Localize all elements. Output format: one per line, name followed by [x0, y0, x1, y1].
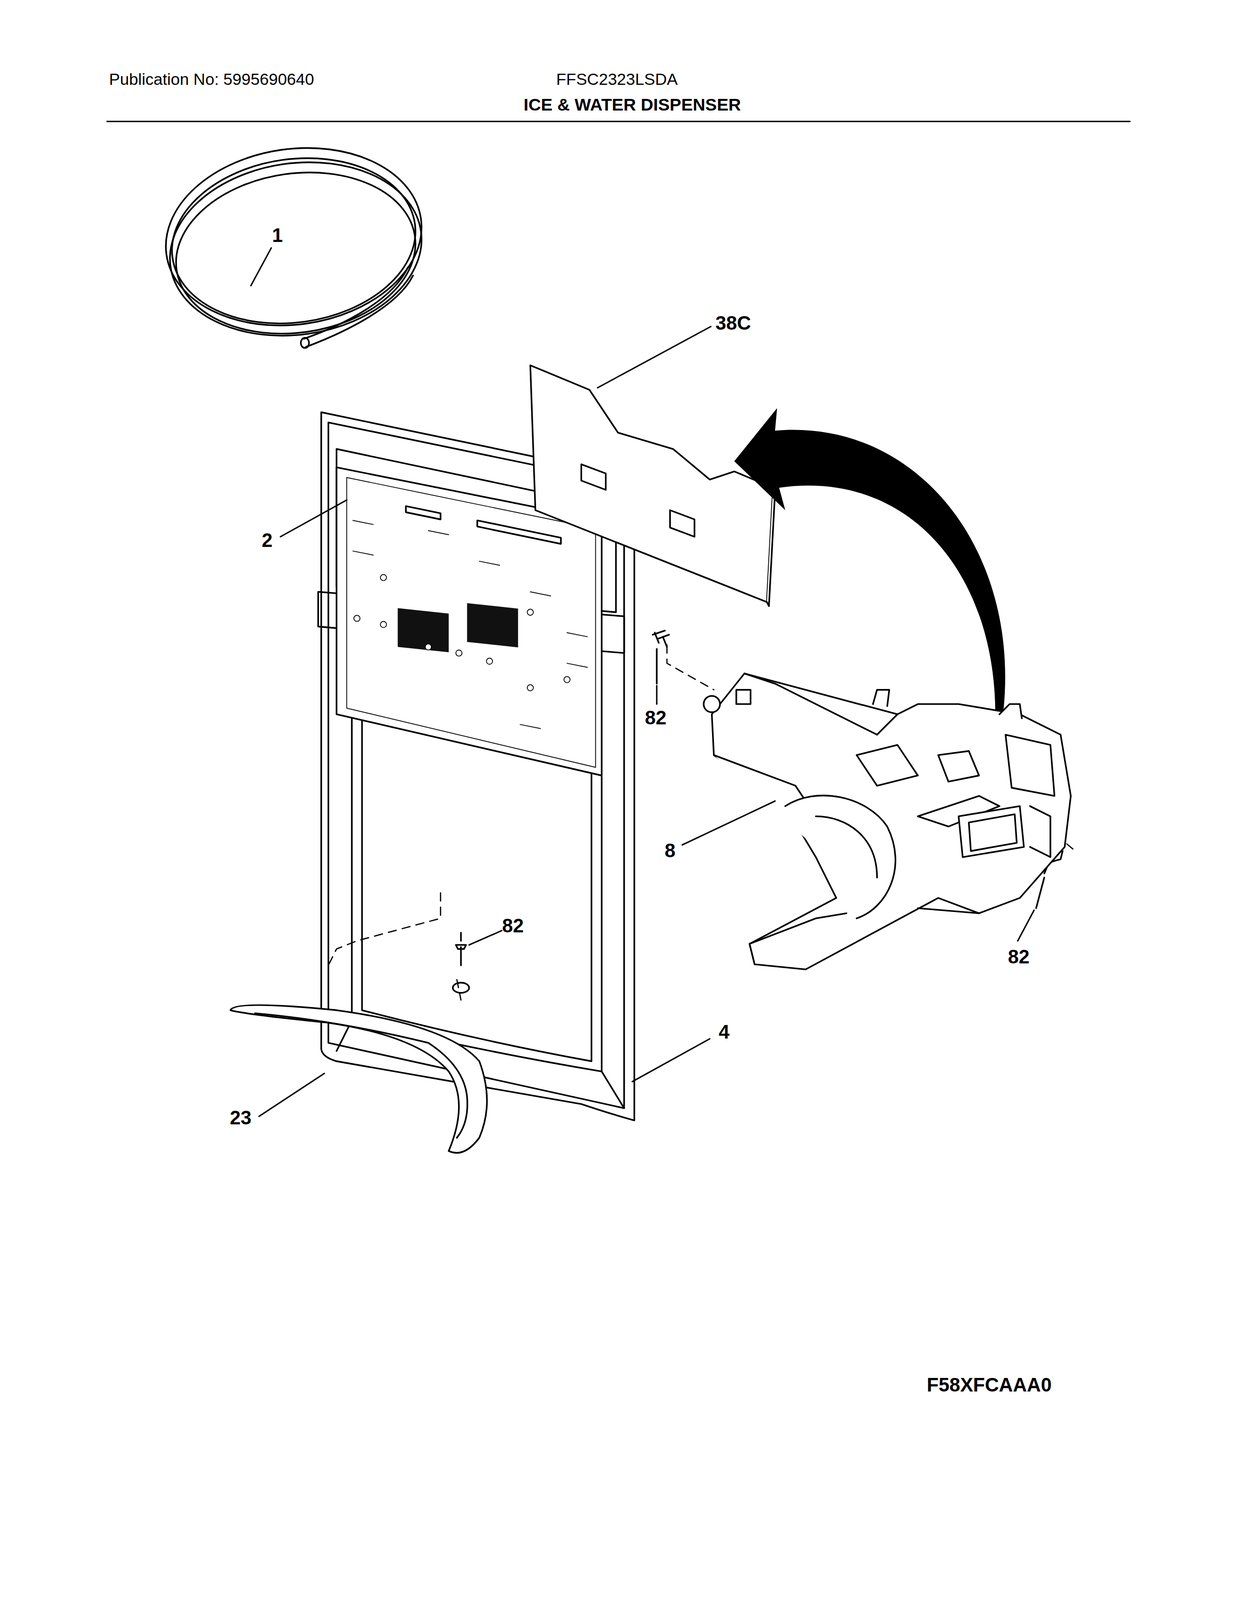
callout-number: 82 — [1008, 947, 1030, 967]
callout-number: 82 — [645, 708, 667, 728]
header-rule — [107, 120, 1130, 123]
assembly-arrow — [734, 408, 1006, 713]
hidden-line — [328, 644, 1073, 1010]
callout-number: 8 — [664, 840, 676, 861]
water-tube — [154, 131, 433, 352]
drip-trim — [230, 1004, 487, 1153]
leader-line — [251, 247, 1035, 1116]
callout-number: 82 — [502, 916, 524, 936]
callout-number: 38C — [715, 313, 751, 333]
callout-number: 23 — [229, 1108, 252, 1128]
actuator-assembly — [703, 673, 1071, 969]
page-title: ICE & WATER DISPENSER — [523, 96, 741, 114]
insulation-board — [530, 364, 776, 606]
figure-code: F58XFCAAA0 — [926, 1375, 1052, 1395]
publication-number: Publication No: 5995690640 — [109, 71, 315, 88]
callout-number: 4 — [718, 1022, 730, 1042]
callout-number: 1 — [271, 225, 283, 246]
model-number: FFSC2323LSDA — [556, 71, 679, 88]
callout-number: 2 — [261, 530, 273, 551]
